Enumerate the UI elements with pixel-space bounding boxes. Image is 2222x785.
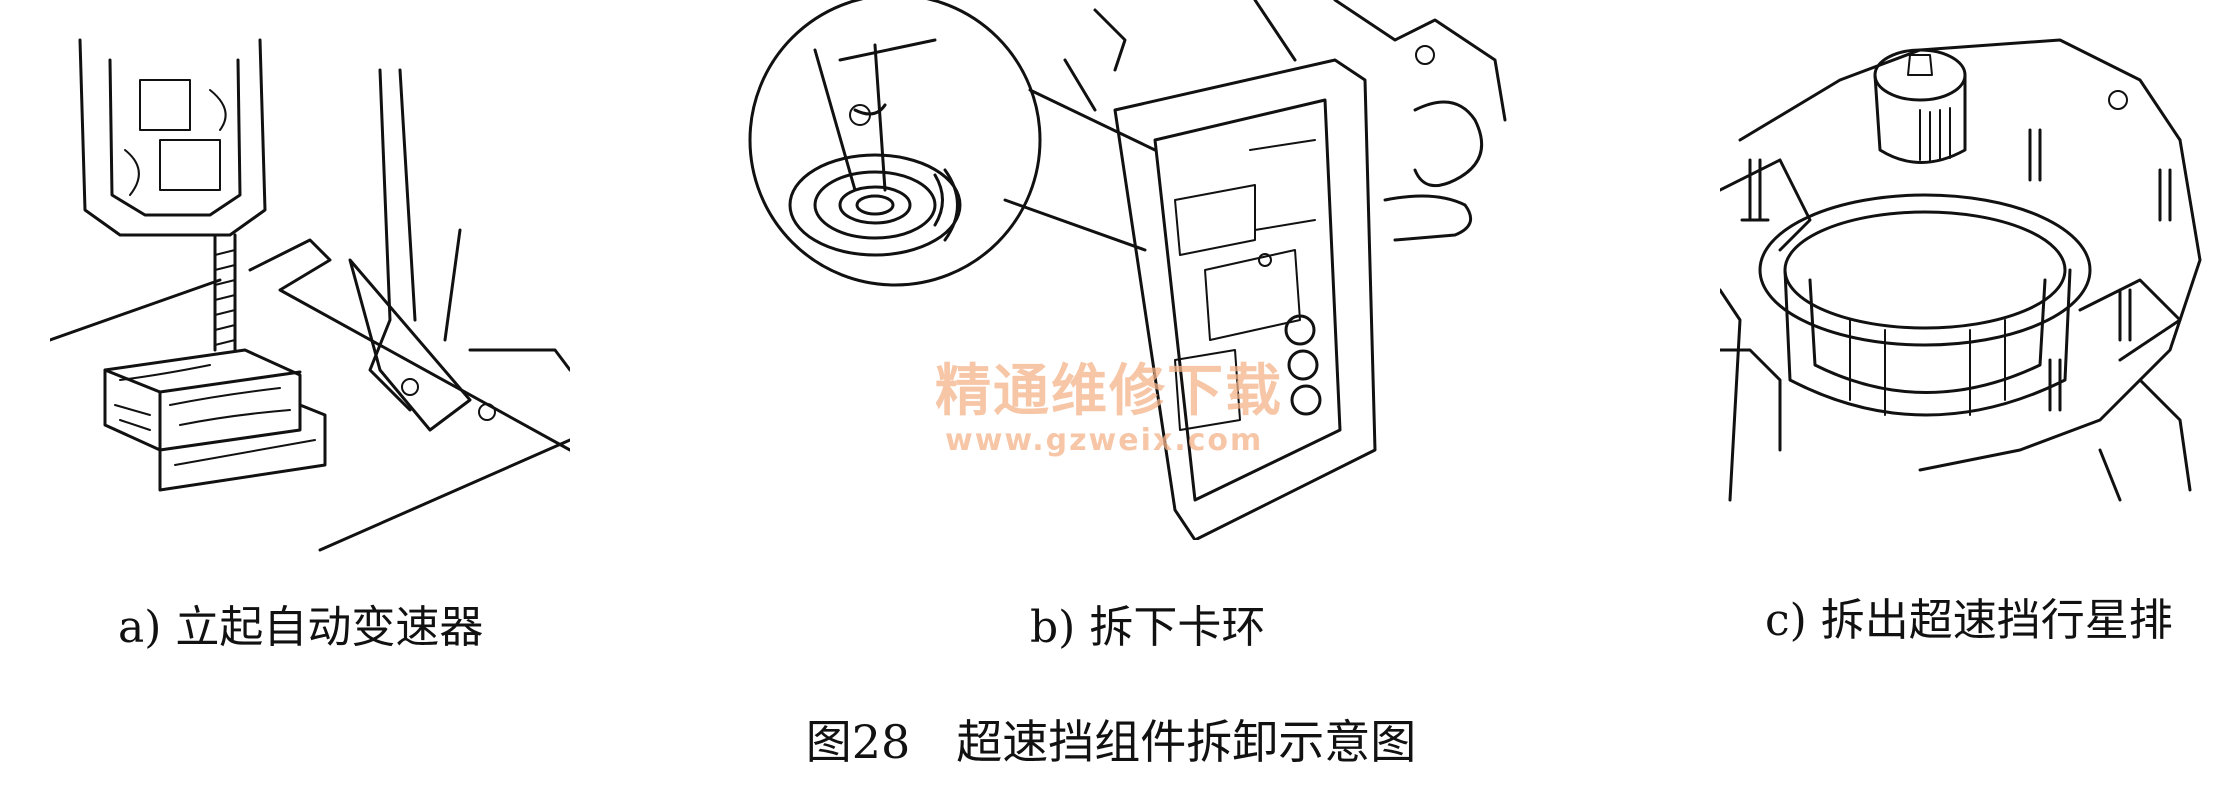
caption-c: c) 拆出超速挡行星排	[1765, 595, 2173, 646]
transmission-upright-drawing	[50, 38, 570, 552]
snap-ring-removal-drawing	[748, 0, 1507, 540]
panel-b-illustration	[735, 0, 1535, 540]
panel-c-illustration	[1720, 20, 2210, 560]
panel-a-illustration	[50, 20, 570, 560]
caption-b: b) 拆下卡环	[1030, 602, 1266, 653]
caption-a: a) 立起自动变速器	[118, 602, 484, 653]
figure-title: 图28 超速挡组件拆卸示意图	[805, 715, 1417, 769]
planetary-gear-removal-drawing	[1720, 38, 2202, 502]
